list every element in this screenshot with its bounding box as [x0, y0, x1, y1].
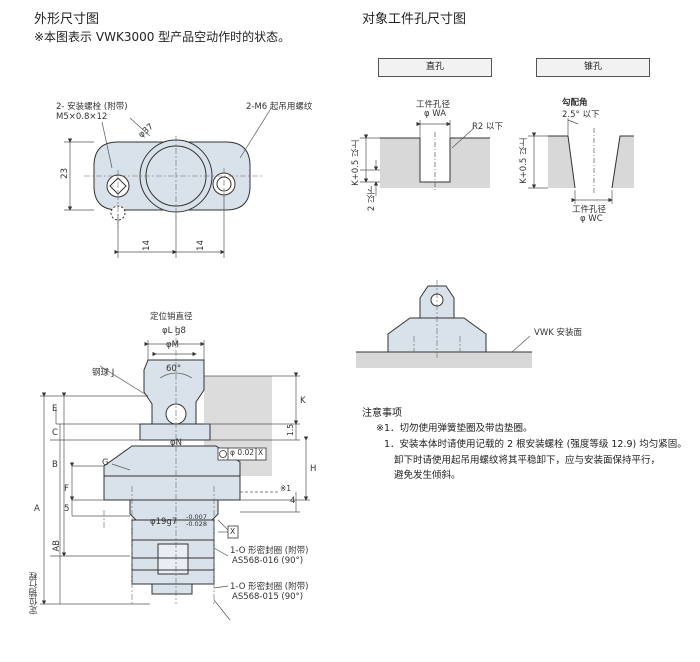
dim-h: H	[310, 464, 317, 474]
tol-phi-label: φ 0.02	[230, 448, 255, 457]
bolt-label-2: M5×0.8×12	[56, 112, 108, 122]
left-subtitle: ※本图表示 VWK3000 型产品空动作时的状态。	[34, 30, 291, 44]
dim-ab: AB	[52, 540, 62, 552]
right-title: 对象工件孔尺寸图	[362, 12, 467, 27]
phi-n-label: φN	[170, 438, 182, 448]
notes-title: 注意事项	[362, 408, 402, 419]
pin-dia-label: 定位销直径	[150, 312, 193, 322]
r2-label: R2 以下	[472, 122, 504, 132]
g-label: G	[102, 458, 109, 468]
k-label-taper: K+0.5 以上	[519, 138, 529, 184]
taper-hole-view	[548, 135, 634, 189]
oring2-label-2: AS568-015 (90°)	[232, 592, 304, 602]
wa-label-1: 工件孔径	[416, 100, 451, 110]
phi-l-label: φL g8	[162, 326, 186, 336]
k-label-straight: K+0.5 以上	[351, 140, 361, 186]
dim-19g7: φ19g7	[150, 517, 178, 527]
vwk-mount-label: VWK 安装面	[534, 328, 582, 338]
left-title: 外形尺寸图	[34, 12, 100, 27]
note1-label: ※1	[280, 484, 292, 493]
angle-title: 勾配角	[562, 98, 588, 108]
top-view	[93, 139, 251, 221]
tol-lower: -0.028	[186, 520, 207, 528]
note-item-2: 1．安装本体时请使用记载的 2 根安装螺栓 (强度等级 12.9) 均匀紧固。	[384, 439, 687, 450]
dim-e: E	[52, 404, 58, 414]
dim-5: 5	[64, 504, 70, 514]
stroke-label: 定位销行程	[29, 572, 39, 615]
mount-view	[356, 285, 532, 368]
lift-thread-label: 2-M6 起吊用螺纹	[246, 102, 313, 112]
taper-hole-label: 锥孔	[536, 58, 650, 77]
angle-value: 2.5° 以下	[562, 110, 600, 120]
tol-upper: -0.007	[186, 513, 207, 521]
angle-60-label: 60°	[166, 364, 182, 374]
dim-14-left: 14	[142, 240, 152, 251]
ball-j-label: 钢球 J	[92, 368, 115, 378]
datum-x-label: X	[230, 527, 236, 536]
dim-23: 23	[60, 168, 70, 179]
wc-label-1: 工件孔径	[572, 205, 607, 215]
note-item-1: ※1．切勿使用弹簧垫圈及带齿垫圈。	[376, 423, 533, 434]
note-item-3: 卸下时请使用起吊用螺纹将其平稳卸下，应与安装面保持平行，	[394, 455, 661, 466]
oring2-label-1: 1-O 形密封圈 (附带)	[230, 582, 309, 592]
dim-b: B	[52, 460, 58, 470]
straight-hole-label: 直孔	[378, 58, 492, 77]
dim-a: A	[34, 504, 40, 514]
wc-label-2: φ WC	[580, 214, 603, 224]
tol-x-label: X	[258, 448, 264, 457]
dim-1-5: 1.5	[286, 424, 295, 436]
note-item-4: 避免发生倾斜。	[394, 470, 461, 481]
oring1-label-2: AS568-016 (90°)	[232, 556, 304, 566]
phi-m-label: φM	[166, 340, 179, 350]
oring1-label-1: 1-O 形密封圈 (附带)	[230, 546, 309, 556]
two-label: 2 以下	[367, 186, 377, 212]
dim-4: 4	[290, 496, 296, 506]
dim-14-right: 14	[196, 240, 206, 251]
dim-c: C	[52, 428, 58, 438]
dim-k: K	[300, 396, 306, 406]
bolt-label-1: 2- 安装螺栓 (附带)	[56, 102, 128, 112]
dim-f: F	[64, 484, 69, 494]
wa-label-2: φ WA	[424, 109, 447, 119]
